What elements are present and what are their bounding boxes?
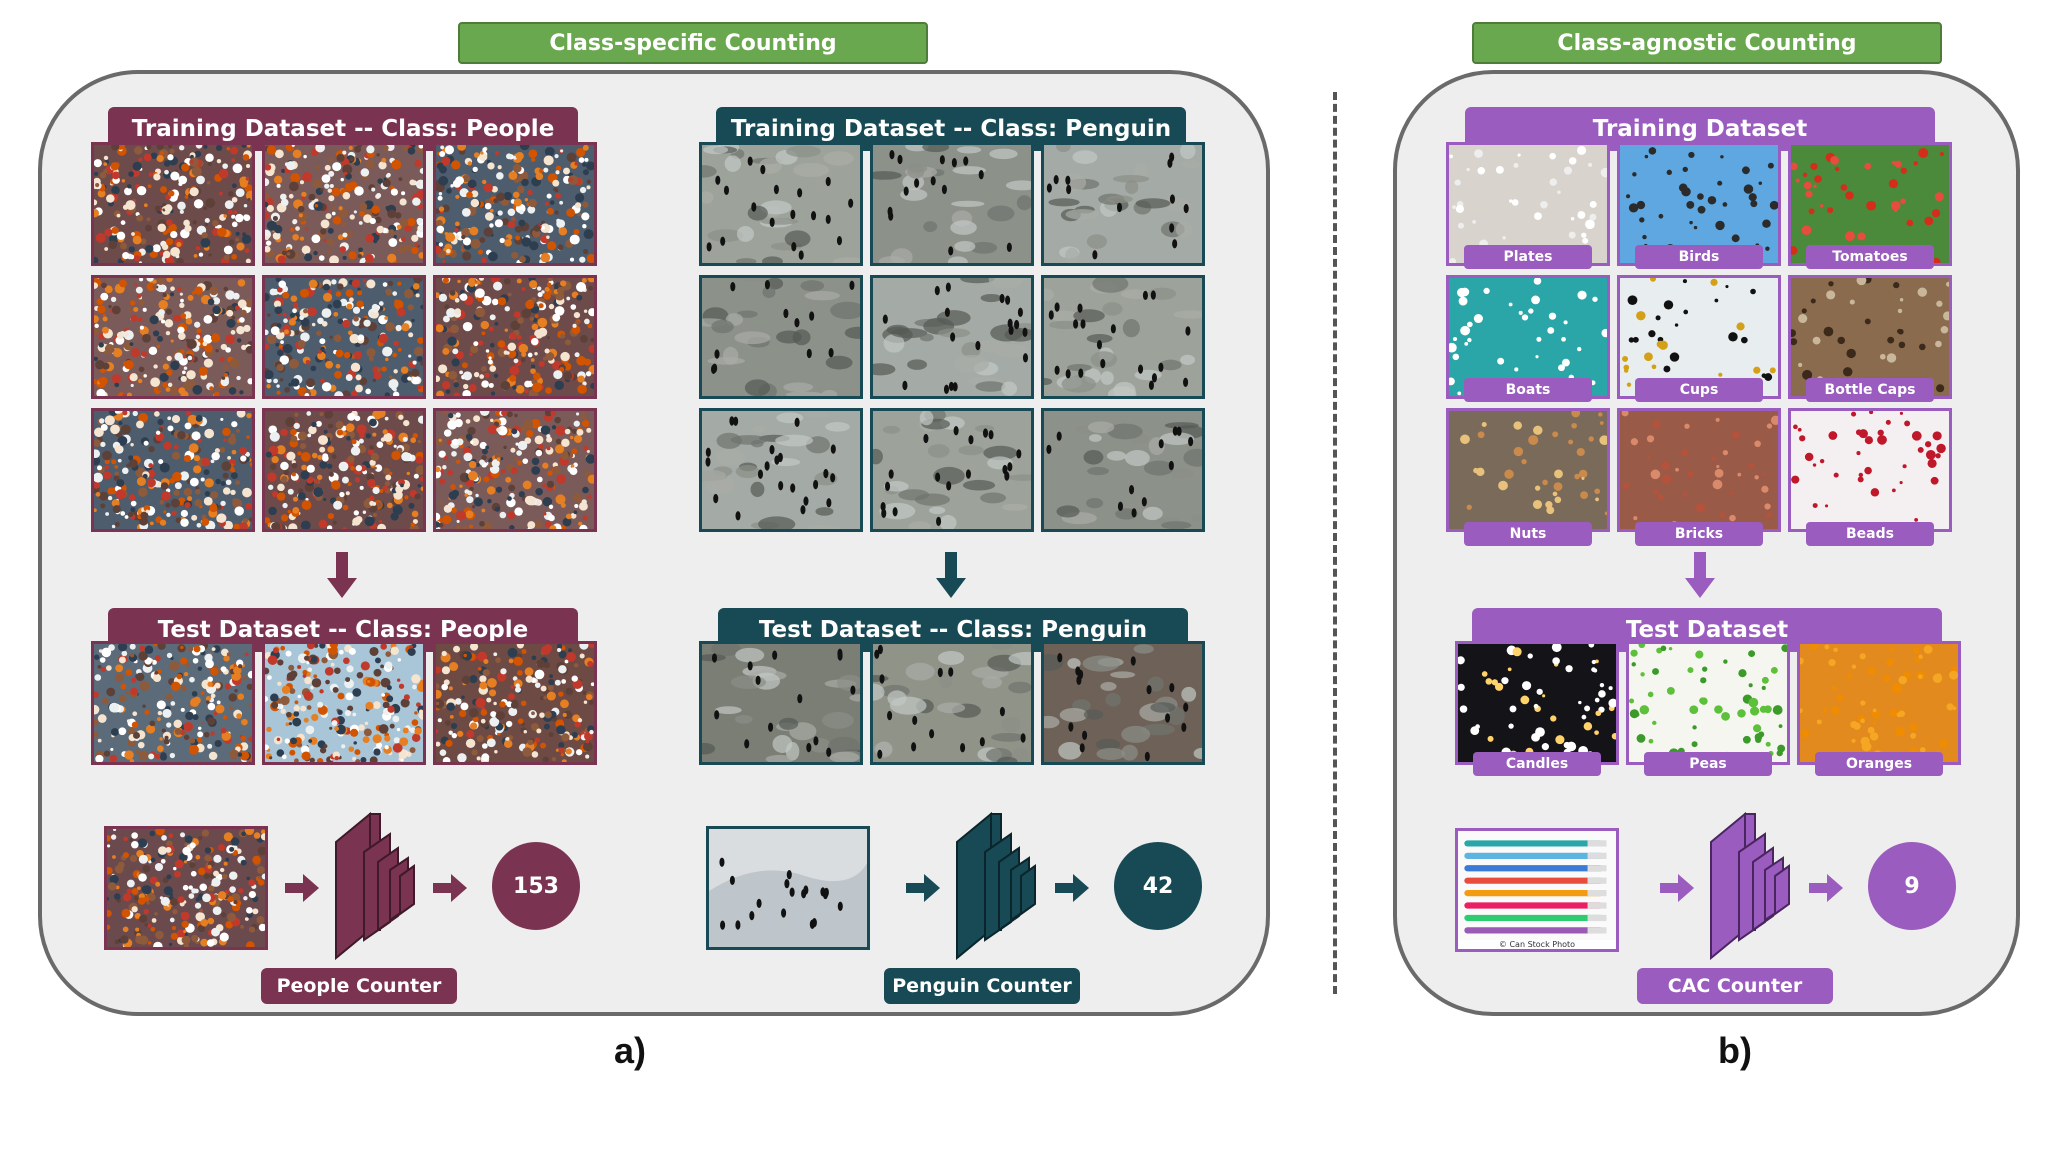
arrow-down-icon [327,552,357,598]
people-counter-label: People Counter [261,968,457,1004]
caption-a: a) [613,1030,646,1071]
arrow-right-icon [285,874,319,902]
arrow-down-icon [936,552,966,598]
section-a-title: Class-specific Counting [458,22,928,64]
people-test-image [262,641,426,765]
penguin-test-image [1041,641,1205,765]
people-train-image [433,408,597,532]
penguin-train-image [1041,408,1205,532]
cac-train-image [1788,275,1952,399]
penguin-train-image [1041,275,1205,399]
cac-test-item-label: Peas [1644,752,1772,776]
penguin-train-image [699,408,863,532]
section-b-title: Class-agnostic Counting [1472,22,1942,64]
penguin-train-image [1041,142,1205,266]
people-train-image [262,275,426,399]
penguin-test-image [870,641,1034,765]
cac-test-image [1455,641,1619,765]
cac-train-item-label: Plates [1464,245,1592,269]
arrow-right-icon [1660,874,1694,902]
cac-train-image [1617,408,1781,532]
penguin-input-image [706,826,870,950]
people-input-image [104,826,268,950]
cac-input-image: © Can Stock Photo [1455,828,1619,952]
people-train-image [91,275,255,399]
arrow-right-icon [906,874,940,902]
cac-train-item-label: Tomatoes [1806,245,1934,269]
cac-train-image [1446,275,1610,399]
cac-train-item-label: Boats [1464,378,1592,402]
penguin-train-image [870,275,1034,399]
watermark-text: © Can Stock Photo [1458,940,1616,949]
cac-train-item-label: Beads [1806,522,1934,546]
people-test-image [433,641,597,765]
cac-train-item-label: Bricks [1635,522,1763,546]
people-train-image [433,275,597,399]
cac-count-badge: 9 [1868,842,1956,930]
people-train-image [91,142,255,266]
people-train-image [433,142,597,266]
penguin-counter-label: Penguin Counter [884,968,1080,1004]
cnn-block-icon [1709,812,1791,962]
cac-train-image [1788,142,1952,266]
cac-train-item-label: Birds [1635,245,1763,269]
cnn-block-icon [955,812,1037,962]
arrow-right-icon [1809,874,1843,902]
people-train-image [262,408,426,532]
cac-test-image [1626,641,1790,765]
cac-train-item-label: Cups [1635,378,1763,402]
cac-train-image [1446,408,1610,532]
arrow-right-icon [1055,874,1089,902]
cac-train-image [1446,142,1610,266]
people-test-image [91,641,255,765]
cac-test-item-label: Oranges [1815,752,1943,776]
cac-test-image [1797,641,1961,765]
people-train-label: Training Dataset -- Class: People [108,107,578,151]
penguin-train-image [699,142,863,266]
penguin-train-image [699,275,863,399]
penguin-test-image [699,641,863,765]
arrow-right-icon [433,874,467,902]
penguin-train-image [870,142,1034,266]
cac-train-item-label: Nuts [1464,522,1592,546]
people-train-image [91,408,255,532]
caption-b: b) [1718,1030,1752,1071]
penguin-train-image [870,408,1034,532]
penguin-count-badge: 42 [1114,842,1202,930]
cac-test-item-label: Candles [1473,752,1601,776]
cac-train-item-label: Bottle Caps [1806,378,1934,402]
people-train-image [262,142,426,266]
people-count-badge: 153 [492,842,580,930]
cac-train-image [1788,408,1952,532]
section-divider [1333,92,1337,994]
cnn-block-icon [334,812,416,962]
arrow-down-icon [1685,552,1715,598]
cac-counter-label: CAC Counter [1637,968,1833,1004]
